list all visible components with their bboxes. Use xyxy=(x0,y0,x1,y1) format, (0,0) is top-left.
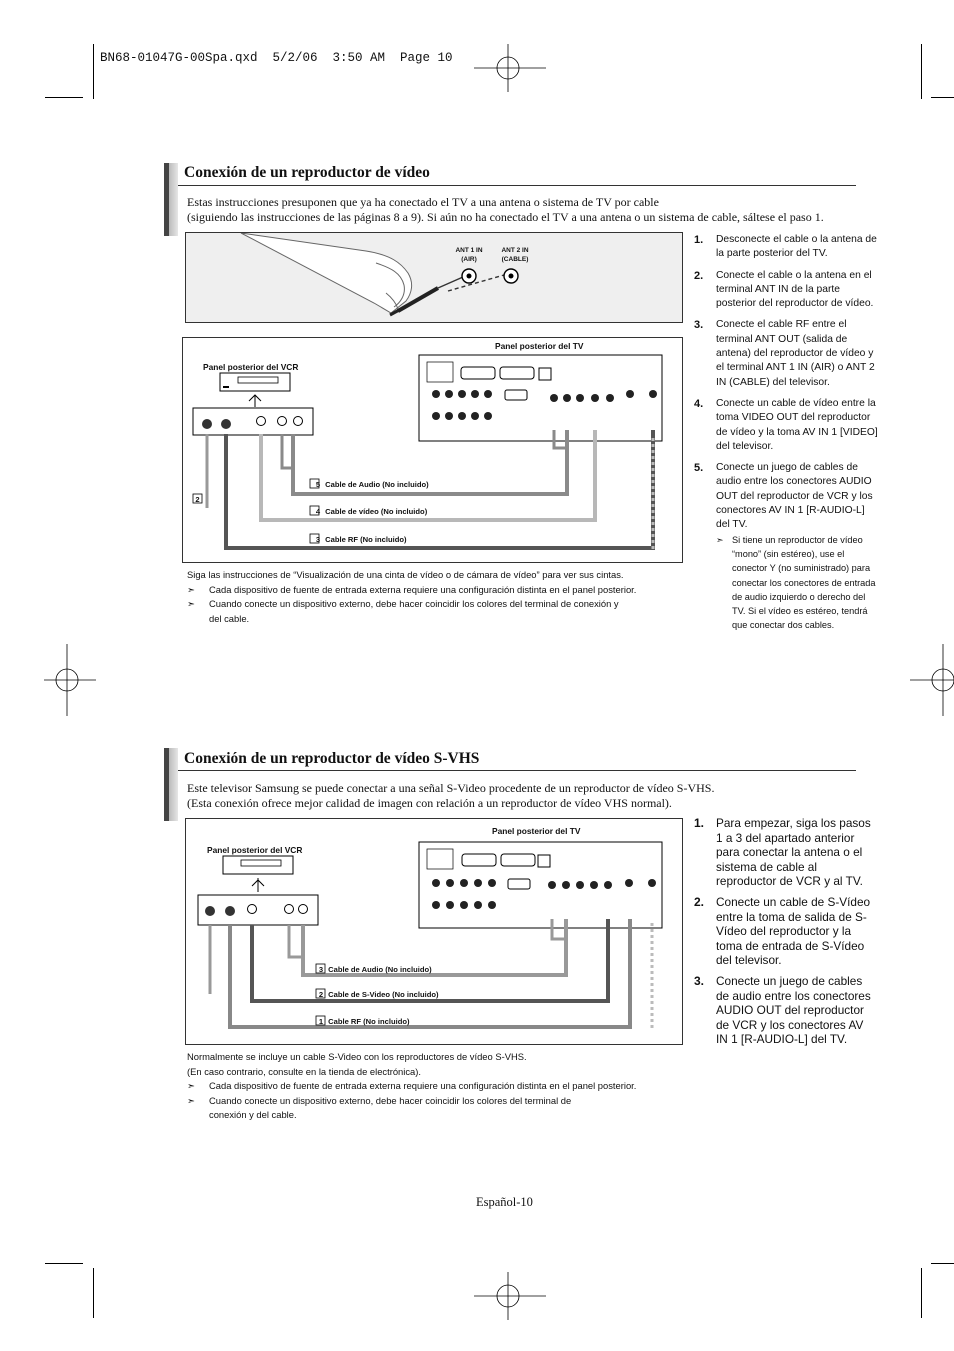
note-line: (En caso contrario, consulte en la tiend… xyxy=(187,1065,421,1077)
cable-num: 1 xyxy=(318,1017,324,1026)
section-bar xyxy=(164,748,178,821)
cable-label-rf: 3 Cable RF (No incluido) xyxy=(313,535,407,544)
instruction-step: 4.Conecte un cable de vídeo entre la tom… xyxy=(694,397,878,452)
page-number: Español-10 xyxy=(476,1195,533,1209)
vcr-back-panel xyxy=(197,894,319,926)
arrow-icon: ➣ xyxy=(187,1094,195,1106)
vcr-icon xyxy=(219,372,291,407)
crop-mark xyxy=(931,1263,954,1264)
registration-mark-left xyxy=(44,644,96,716)
file-header: BN68-01047G-00Spa.qxd 5/2/06 3:50 AM Pag… xyxy=(100,51,453,65)
section-rule xyxy=(178,185,856,186)
diagram-drawing xyxy=(197,841,663,1029)
crop-mark xyxy=(921,1268,922,1318)
video-cable xyxy=(259,430,597,522)
tv-back-panel xyxy=(418,841,663,929)
registration-mark-top xyxy=(474,44,546,92)
arrow-icon: ➣ xyxy=(716,534,724,545)
section-title: Conexión de un reproductor de vídeo S-VH… xyxy=(184,750,480,767)
note-line: ➣Cuando conecte un dispositivo externo, … xyxy=(187,1094,636,1109)
section-title: Conexión de un reproductor de vídeo xyxy=(184,164,430,181)
ant1-label: ANT 1 IN xyxy=(455,247,483,254)
note-line: ➣Cada dispositivo de fuente de entrada e… xyxy=(187,583,636,598)
rf-cable xyxy=(228,919,632,1029)
arrow-icon: ➣ xyxy=(187,598,195,609)
note-line: Siga las instrucciones de “Visualización… xyxy=(187,569,624,580)
cable-label-svideo: 2 Cable de S-Video (No incluido) xyxy=(316,990,439,999)
instruction-step: 2.Conecte el cable o la antena en el ter… xyxy=(694,269,874,310)
audio-cable xyxy=(291,430,569,496)
connection-diagram xyxy=(182,337,683,563)
intro-line: (siguiendo las instrucciones de las pági… xyxy=(187,210,824,224)
tv-panel-label: Panel posterior del TV xyxy=(492,826,581,836)
crop-mark xyxy=(93,1268,94,1318)
step-marker: 2 xyxy=(195,495,200,504)
cable-num: 5 xyxy=(315,480,321,489)
cable-text: Cable RF (No incluido) xyxy=(328,1017,410,1026)
note-line: del cable. xyxy=(209,612,250,624)
cable-num: 3 xyxy=(315,535,321,544)
intro-line: Este televisor Samsung se puede conectar… xyxy=(187,781,715,795)
section-notes: Normalmente se incluye un cable S-Video … xyxy=(187,1050,636,1123)
vcr-icon xyxy=(222,855,294,892)
instruction-step: 1.Para empezar, siga los pasos 1 a 3 del… xyxy=(694,816,871,889)
vcr-panel-label: Panel posterior del VCR xyxy=(207,845,303,855)
vcr-back-panel xyxy=(192,407,314,436)
section-bar xyxy=(164,163,178,236)
cable-label-audio: 3 Cable de Audio (No incluido) xyxy=(316,965,432,974)
tv-back-panel xyxy=(418,354,663,442)
intro-line: Estas instrucciones presuponen que ya ha… xyxy=(187,195,659,209)
rf-cable xyxy=(224,430,655,550)
ant1-sublabel: (AIR) xyxy=(461,256,477,263)
registration-mark-right xyxy=(910,644,954,716)
instruction-step: 3.Conecte un juego de cables de audio en… xyxy=(694,973,871,1047)
note-line: conexión y del cable. xyxy=(209,1109,297,1120)
section-intro: Este televisor Samsung se puede conectar… xyxy=(187,781,714,811)
step-note: ➣Si tiene un reproductor de vídeo “mono”… xyxy=(716,533,878,633)
note-line: ➣Cada dispositivo de fuente de entrada e… xyxy=(187,1079,636,1094)
connection-diagram xyxy=(185,818,683,1045)
ant2-label: ANT 2 IN xyxy=(501,247,529,254)
ant2-sublabel: (CABLE) xyxy=(501,256,529,263)
note-line: ➣Cuando conecte un dispositivo externo, … xyxy=(187,597,636,612)
cable-num: 2 xyxy=(318,990,324,999)
arrow-icon: ➣ xyxy=(187,583,195,595)
diagram-drawing xyxy=(192,354,663,550)
intro-line: (Esta conexión ofrece mejor calidad de i… xyxy=(187,796,672,810)
cable-text: Cable RF (No incluido) xyxy=(325,535,407,544)
crop-mark xyxy=(931,97,954,98)
audio-cable xyxy=(301,919,568,977)
instructions-list: 1.Desconecte el cable o la antena de la … xyxy=(694,233,878,633)
instruction-step: 3.Conecte el cable RF entre el terminal … xyxy=(694,319,875,388)
section-rule xyxy=(178,770,856,771)
instruction-step: 5.Conecte un juego de cables de audio en… xyxy=(694,462,873,531)
tv-panel-label: Panel posterior del TV xyxy=(495,341,584,351)
vcr-panel-label: Panel posterior del VCR xyxy=(203,362,299,372)
cable-label-rf: 1 Cable RF (No incluido) xyxy=(316,1017,410,1026)
cable-num: 4 xyxy=(315,507,321,516)
crop-mark xyxy=(93,44,94,99)
cable-text: Cable de Audio (No incluido) xyxy=(328,965,432,974)
cable-label-audio: 5 Cable de Audio (No incluido) xyxy=(313,480,429,489)
instruction-step: 2.Conecte un cable de S-Vídeo entre la t… xyxy=(694,894,871,968)
crop-mark xyxy=(45,1263,83,1264)
antenna-jacks xyxy=(461,268,519,284)
cable-num: 3 xyxy=(318,965,324,974)
cable-label-video: 4 Cable de vídeo (No incluido) xyxy=(313,507,427,516)
crop-mark xyxy=(45,97,83,98)
arrow-icon: ➣ xyxy=(187,1080,195,1091)
instruction-step: 1.Desconecte el cable o la antena de la … xyxy=(694,234,877,260)
note-line: Normalmente se incluye un cable S-Video … xyxy=(187,1051,527,1062)
cable-text: Cable de S-Video (No incluido) xyxy=(328,990,439,999)
crop-mark xyxy=(921,44,922,99)
svideo-cable xyxy=(250,919,610,1003)
instructions-list: 1.Para empezar, siga los pasos 1 a 3 del… xyxy=(694,816,874,1053)
section-intro: Estas instrucciones presuponen que ya ha… xyxy=(187,195,824,225)
section-notes: Siga las instrucciones de “Visualización… xyxy=(187,568,636,626)
hand-cable-drawing xyxy=(240,232,512,317)
registration-mark-bottom xyxy=(474,1272,546,1320)
cable-text: Cable de Audio (No incluido) xyxy=(325,480,429,489)
antenna-illustration xyxy=(185,232,683,323)
cable-text: Cable de vídeo (No incluido) xyxy=(325,507,428,516)
